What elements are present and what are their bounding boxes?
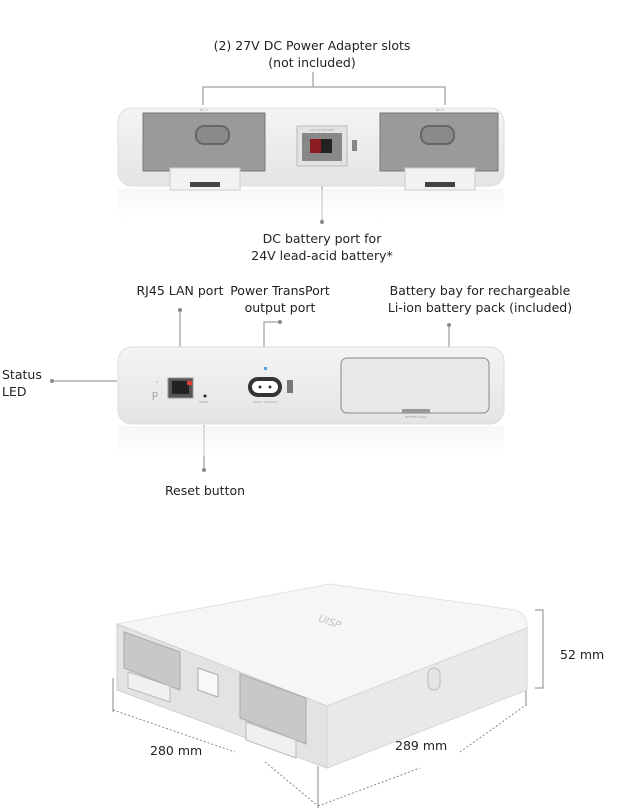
rj45-port: RESET bbox=[167, 377, 209, 404]
status-led bbox=[156, 381, 158, 383]
callout-line: Li-ion battery pack (included) bbox=[387, 300, 573, 315]
battery-bay-callout: Battery bay for rechargeable Li-ion batt… bbox=[375, 282, 585, 316]
psu-slots-callout: (2) 27V DC Power Adapter slots (not incl… bbox=[162, 37, 462, 71]
dc-battery-callout: DC battery port for 24V lead-acid batter… bbox=[222, 230, 422, 264]
reset-button[interactable] bbox=[203, 394, 207, 398]
psu-slot-2: PSU 2 bbox=[379, 108, 499, 191]
psu1-label: PSU 1 bbox=[200, 108, 209, 112]
callout-line: LED bbox=[2, 384, 27, 399]
leader-dots bbox=[50, 220, 451, 472]
device-front-view: P RESET Power TransPort BATTERY PACK bbox=[117, 346, 505, 456]
callout-line: Status bbox=[2, 367, 42, 382]
status-led-callout: Status LED bbox=[2, 366, 42, 400]
callout-line: Power TransPort bbox=[230, 283, 330, 298]
device-rear-view: PSU 1 PSU 2 24V DC BATTERY bbox=[117, 107, 505, 219]
callout-line: DC battery port for bbox=[262, 231, 382, 246]
power-transport-port: Power TransPort bbox=[248, 377, 293, 404]
power-transport-label: Power TransPort bbox=[253, 400, 278, 404]
callout-line: Battery bay for rechargeable bbox=[389, 283, 571, 298]
callout-line: (2) 27V DC Power Adapter slots bbox=[213, 38, 411, 53]
dc-battery-port: 24V DC BATTERY bbox=[296, 125, 357, 167]
reset-label: RESET bbox=[199, 400, 209, 404]
power-transport-callout: Power TransPort output port bbox=[220, 282, 340, 316]
dimension-height: 52 mm bbox=[560, 647, 605, 662]
callout-line: Reset button bbox=[164, 483, 246, 498]
battery-port-label: 24V DC BATTERY bbox=[309, 128, 334, 132]
psu2-label: PSU 2 bbox=[436, 108, 445, 112]
dimension-depth: 289 mm bbox=[395, 738, 448, 753]
callout-line: output port bbox=[244, 300, 316, 315]
battery-pack-label: BATTERY PACK bbox=[405, 415, 428, 419]
power-led bbox=[264, 367, 267, 370]
callout-line: 24V lead-acid battery* bbox=[251, 248, 393, 263]
callout-line: (not included) bbox=[268, 55, 356, 70]
callout-line: RJ45 LAN port bbox=[136, 283, 224, 298]
device-isometric-view: UISP bbox=[115, 583, 528, 769]
rj45-callout: RJ45 LAN port bbox=[110, 282, 250, 299]
psu-slot-1: PSU 1 bbox=[142, 108, 266, 191]
reset-callout: Reset button bbox=[145, 482, 265, 499]
battery-bay: BATTERY PACK bbox=[340, 357, 490, 419]
panel-letter: P bbox=[152, 390, 159, 403]
dimension-width: 280 mm bbox=[150, 743, 203, 758]
